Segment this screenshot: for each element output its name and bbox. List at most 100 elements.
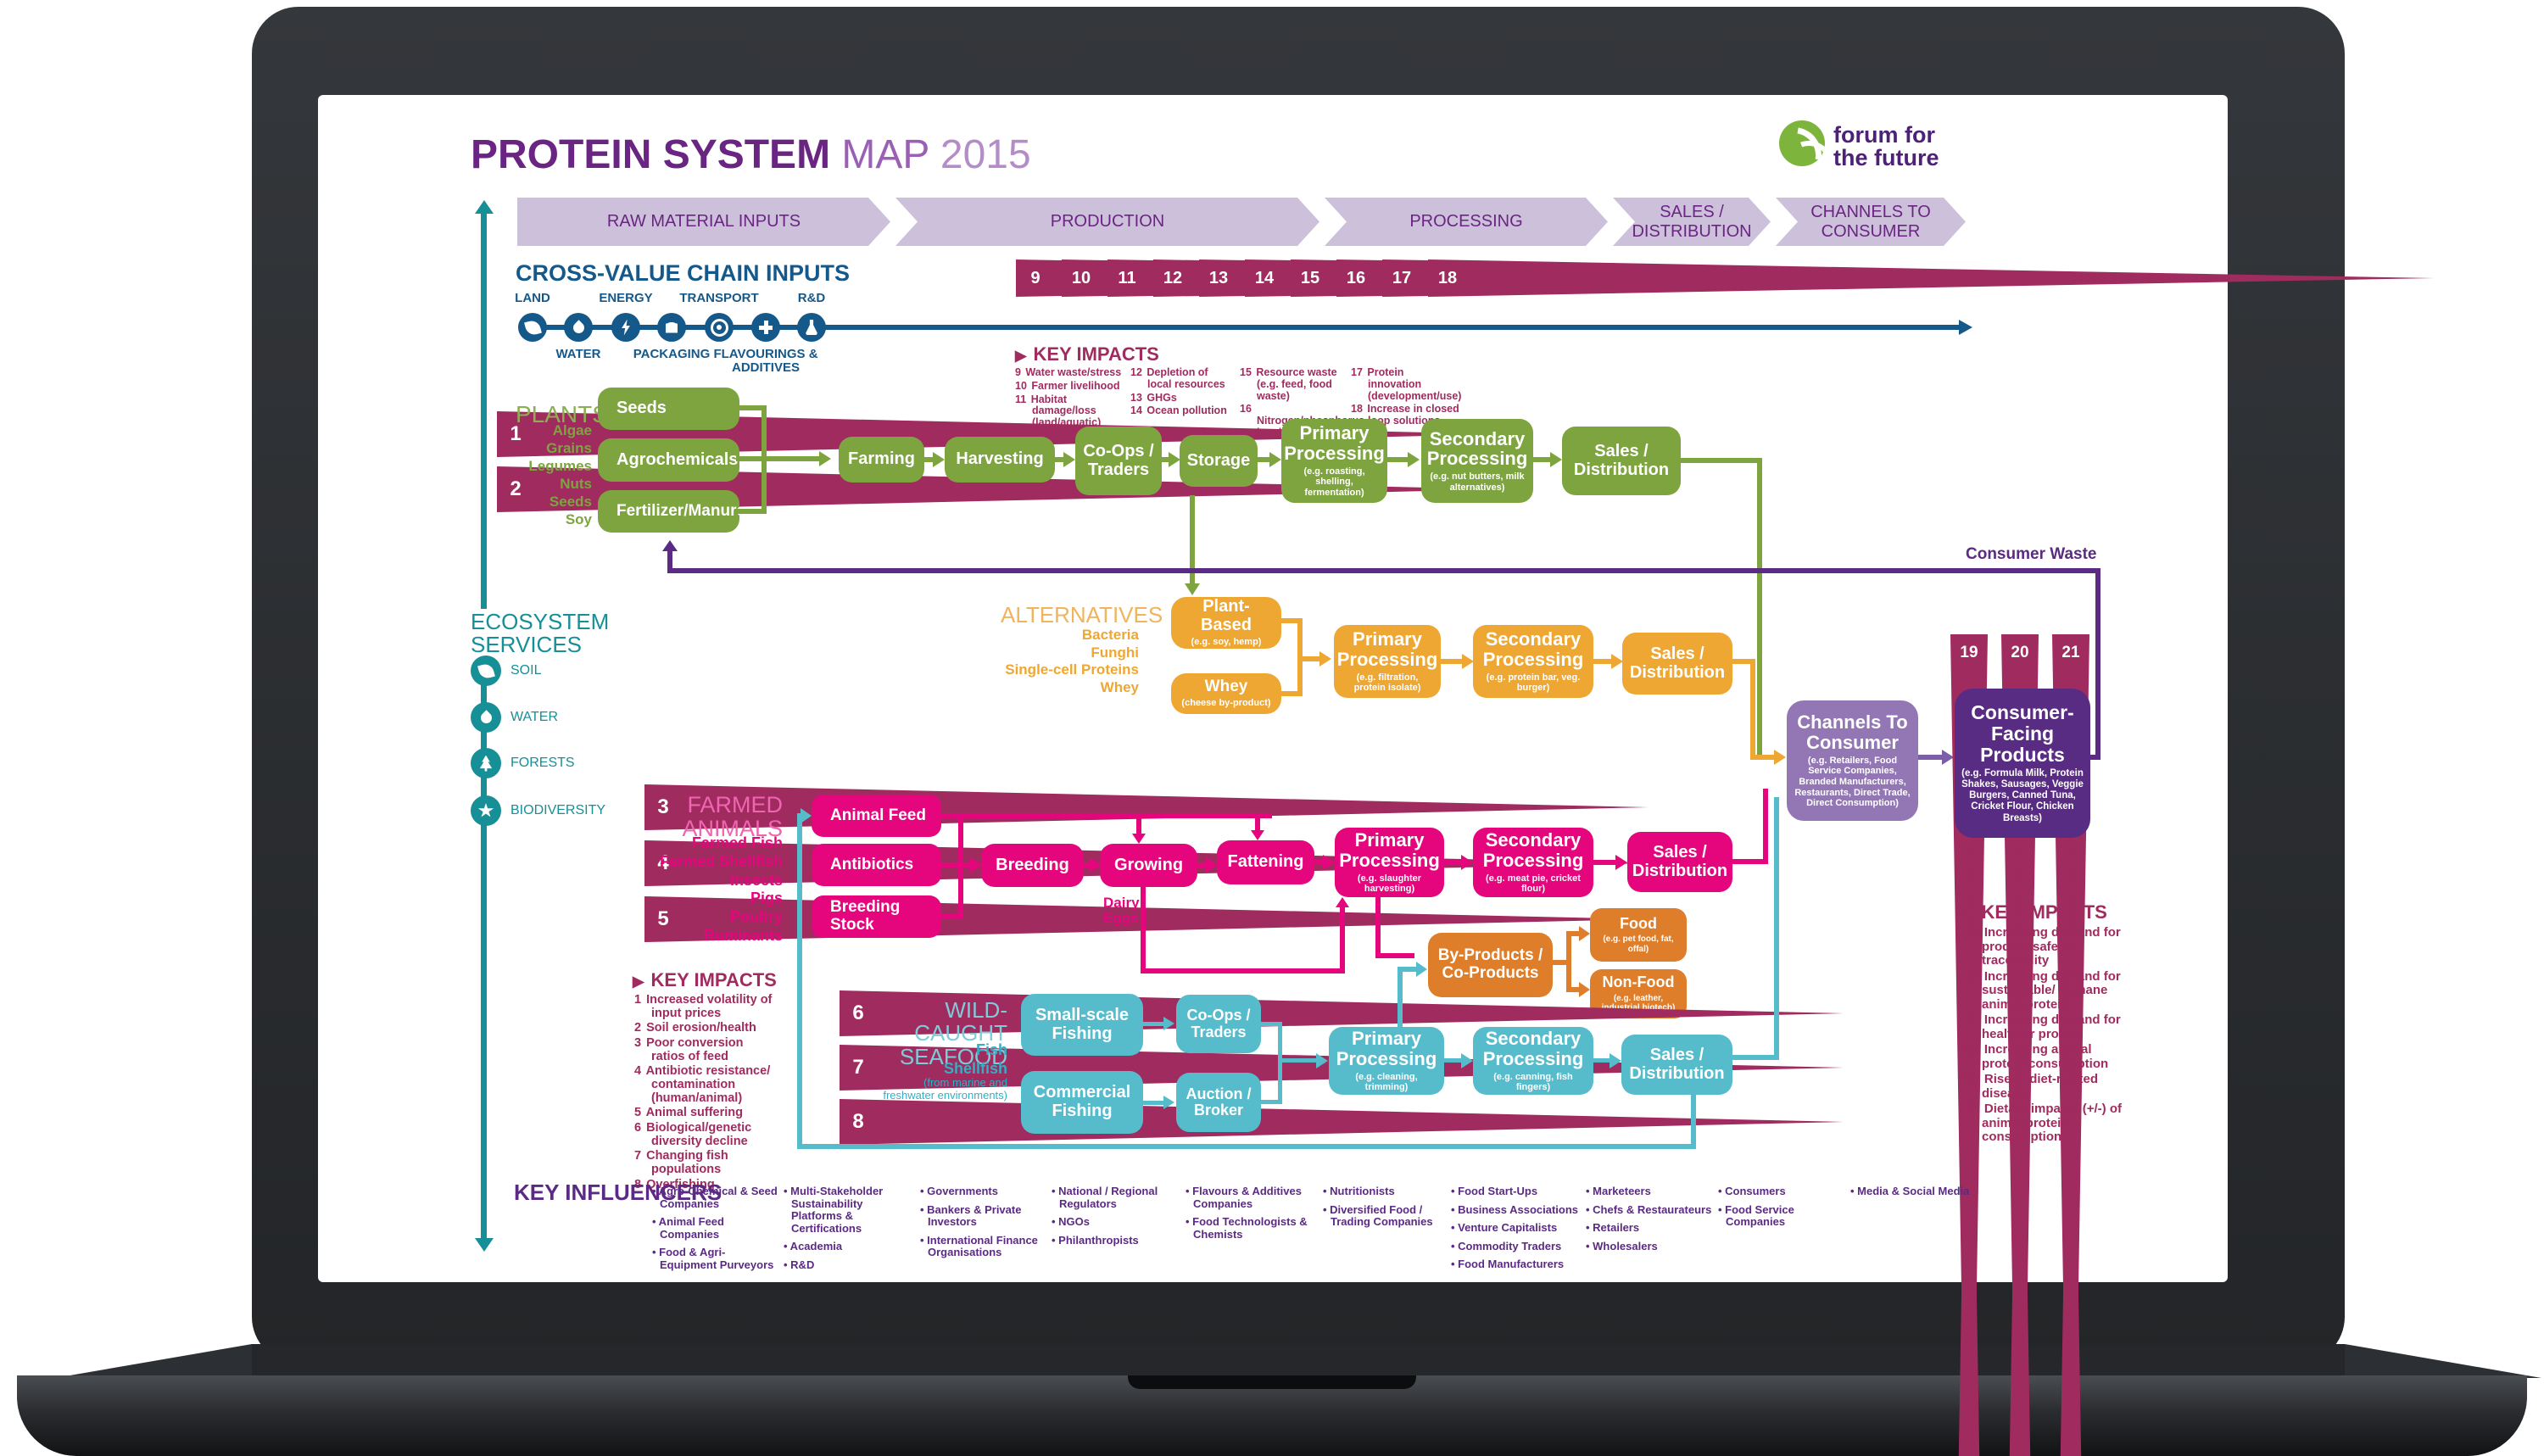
list-item: 17 Protein innovation (development/use) <box>1351 366 1462 402</box>
flow-arrowhead <box>1063 452 1075 467</box>
rnd-label: R&D <box>797 291 826 305</box>
list-item: Seeds <box>549 494 592 510</box>
flow-line <box>1750 659 1755 757</box>
box-label: Primary Processing <box>1336 628 1438 670</box>
list-item: 5 Animal suffering <box>634 1106 743 1120</box>
box-seeds: Seeds <box>598 388 739 430</box>
flow-line <box>1340 907 1345 973</box>
box-sub: (e.g. soy, hemp) <box>1191 637 1262 648</box>
farmed-title-line2: ANIMALS <box>682 816 783 842</box>
list-item: • Philanthropists <box>1052 1233 1139 1247</box>
flow-line <box>1533 457 1552 462</box>
forum-for-the-future-logo-icon <box>1779 120 1825 166</box>
box-coops-traders-blue: Co-Ops / Traders <box>1176 995 1261 1053</box>
phase-channels-to-consumer: CHANNELS TO CONSUMER <box>1776 198 1966 246</box>
box-secondary-processing-pink: Secondary Processing (e.g. meat pie, cri… <box>1473 828 1593 897</box>
flow-line <box>941 813 963 818</box>
list-item: Nuts <box>560 476 592 493</box>
energy-label: ENERGY <box>599 291 653 305</box>
flow-arrowhead <box>1462 654 1474 669</box>
list-item: 1 Increased volatility of input prices <box>634 993 773 1020</box>
list-item: 15 Resource waste (e.g. feed, food waste… <box>1240 366 1337 402</box>
list-item: Funghi <box>1091 644 1139 661</box>
flow-arrowhead <box>1269 452 1281 467</box>
influencers-col-7: • Food Start-Ups• Business Associations•… <box>1451 1185 1578 1277</box>
list-item: • Chefs & Restaurateurs <box>1586 1202 1712 1216</box>
flow-line <box>762 456 819 461</box>
box-label: Channels To Consumer <box>1797 711 1908 753</box>
phase-raw-material-inputs: RAW MATERIAL INPUTS <box>517 198 890 246</box>
list-item: • Food & Agri-Equipment Purveyors <box>652 1246 774 1271</box>
flow-line <box>1732 1055 1779 1060</box>
list-item: 14 Ocean pollution <box>1130 404 1227 417</box>
flow-line <box>1375 953 1414 958</box>
forests-label: FORESTS <box>510 756 575 770</box>
flow-line <box>1763 789 1768 864</box>
influencers-col-4: • National / Regional Regulators• NGOs• … <box>1052 1185 1179 1252</box>
flow-line <box>736 509 763 514</box>
title-year: 2015 <box>940 132 1031 177</box>
phase-production: PRODUCTION <box>895 198 1319 246</box>
box-byproducts: By-Products / Co-Products <box>1428 933 1553 997</box>
list-item: 13 GHGs <box>1130 391 1177 404</box>
list-item: 6 Biological/genetic diversity decline <box>634 1120 752 1148</box>
list-item: Grains <box>546 440 592 457</box>
dairy-eggs-label: Dairy Eggs <box>1103 895 1140 926</box>
flow-line <box>941 914 963 919</box>
box-fattening: Fattening <box>1217 840 1314 884</box>
box-label: Non-Food <box>1602 973 1675 991</box>
list-item: Legumes <box>528 458 592 475</box>
box-coops-traders-green: Co-Ops / Traders <box>1075 427 1162 495</box>
list-item: 2 Soil erosion/health <box>634 1021 756 1035</box>
flow-line <box>1278 1022 1282 1104</box>
page-title: PROTEIN SYSTEM MAP 2015 <box>471 132 1031 177</box>
flow-line <box>1398 967 1403 1027</box>
flow-arrowhead <box>1461 855 1473 870</box>
box-plant-based: Plant-Based (e.g. soy, hemp) <box>1171 597 1281 649</box>
box-sales-distribution-blue: Sales / Distribution <box>1621 1035 1732 1095</box>
influencers-col-5: • Flavours & Additives Companies• Food T… <box>1186 1185 1313 1247</box>
list-item: 12 Depletion of local resources <box>1130 366 1225 390</box>
list-item: • International Finance Organisations <box>920 1233 1038 1259</box>
list-item: Soy <box>565 511 592 528</box>
transport-icon <box>705 313 734 342</box>
list-item: • Diversified Food / Trading Companies <box>1323 1202 1433 1229</box>
box-sub: (e.g. roasting, shelling, fermentation) <box>1303 466 1365 499</box>
flow-line <box>1732 859 1768 864</box>
box-breeding-stock: Breeding Stock <box>812 895 941 938</box>
flow-arrowhead <box>970 857 982 873</box>
flow-arrowhead <box>1579 926 1590 941</box>
list-item: • Flavours & Additives Companies <box>1186 1185 1302 1210</box>
flow-arrowhead <box>1206 857 1218 873</box>
flow-arrowhead <box>1416 962 1427 977</box>
list-item: • Multi-Stakeholder Sustainability Platf… <box>784 1185 884 1235</box>
seafood-title-line2: SEAFOOD <box>899 1043 1007 1069</box>
list-item: Poultry <box>729 908 783 926</box>
box-sub: (e.g. slaughter harvesting) <box>1357 873 1422 895</box>
consumer-waste-line <box>2095 568 2100 760</box>
flow-line <box>1055 457 1065 462</box>
box-sales-distribution-yellow: Sales / Distribution <box>1622 633 1732 695</box>
key-influencers-title: KEY INFLUENCERS <box>514 1180 722 1205</box>
flow-arrowhead <box>1090 857 1102 873</box>
flow-arrowhead <box>1323 855 1335 870</box>
list-item: 20 Increasing demand for sustainable/ hu… <box>1965 968 2121 1012</box>
flow-line <box>1278 1058 1316 1063</box>
flow-line <box>1197 862 1208 867</box>
box-fertilizer-manure: Fertilizer/Manure <box>598 490 745 533</box>
flow-arrowhead <box>1408 452 1420 467</box>
flow-line <box>1387 457 1409 462</box>
list-item: Whey <box>1100 679 1139 696</box>
list-item: • Business Associations <box>1451 1202 1579 1216</box>
list-item: Farmed Fish <box>691 834 783 851</box>
box-label: Food <box>1620 914 1657 932</box>
laptop-base-left <box>55 1344 252 1378</box>
flow-arrowhead <box>1251 830 1264 840</box>
influencers-col-1: • Agro-Chemical & Seed Companies• Animal… <box>652 1185 779 1277</box>
flow-line <box>963 813 1272 818</box>
box-secondary-processing-green: Secondary Processing (e.g. nut butters, … <box>1421 419 1533 503</box>
box-commercial-fishing: Commercial Fishing <box>1021 1071 1143 1134</box>
